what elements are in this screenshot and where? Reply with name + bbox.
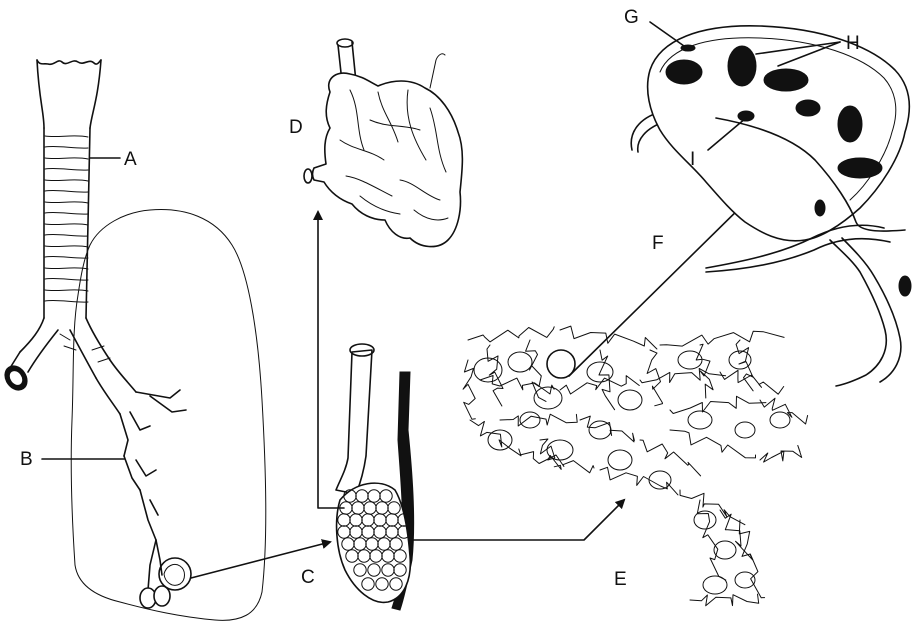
capillary-sac xyxy=(304,39,462,247)
capillary-network xyxy=(463,326,807,606)
label-b: B xyxy=(20,450,33,469)
trachea xyxy=(37,60,101,318)
arrow-to-e xyxy=(412,500,624,540)
alveolus-circle xyxy=(159,558,191,590)
label-c: C xyxy=(301,568,315,587)
acinus-cluster xyxy=(336,344,414,610)
label-g: G xyxy=(624,8,639,27)
label-i: I xyxy=(690,150,695,169)
label-f: F xyxy=(652,234,664,253)
label-a: A xyxy=(124,150,137,169)
label-h: H xyxy=(846,34,860,53)
label-e: E xyxy=(614,570,627,589)
arrow-f xyxy=(569,196,752,376)
pointer-g xyxy=(650,22,684,46)
label-d: D xyxy=(289,118,303,137)
capillary-cross-section xyxy=(631,26,911,386)
arrow-to-d xyxy=(318,212,344,508)
